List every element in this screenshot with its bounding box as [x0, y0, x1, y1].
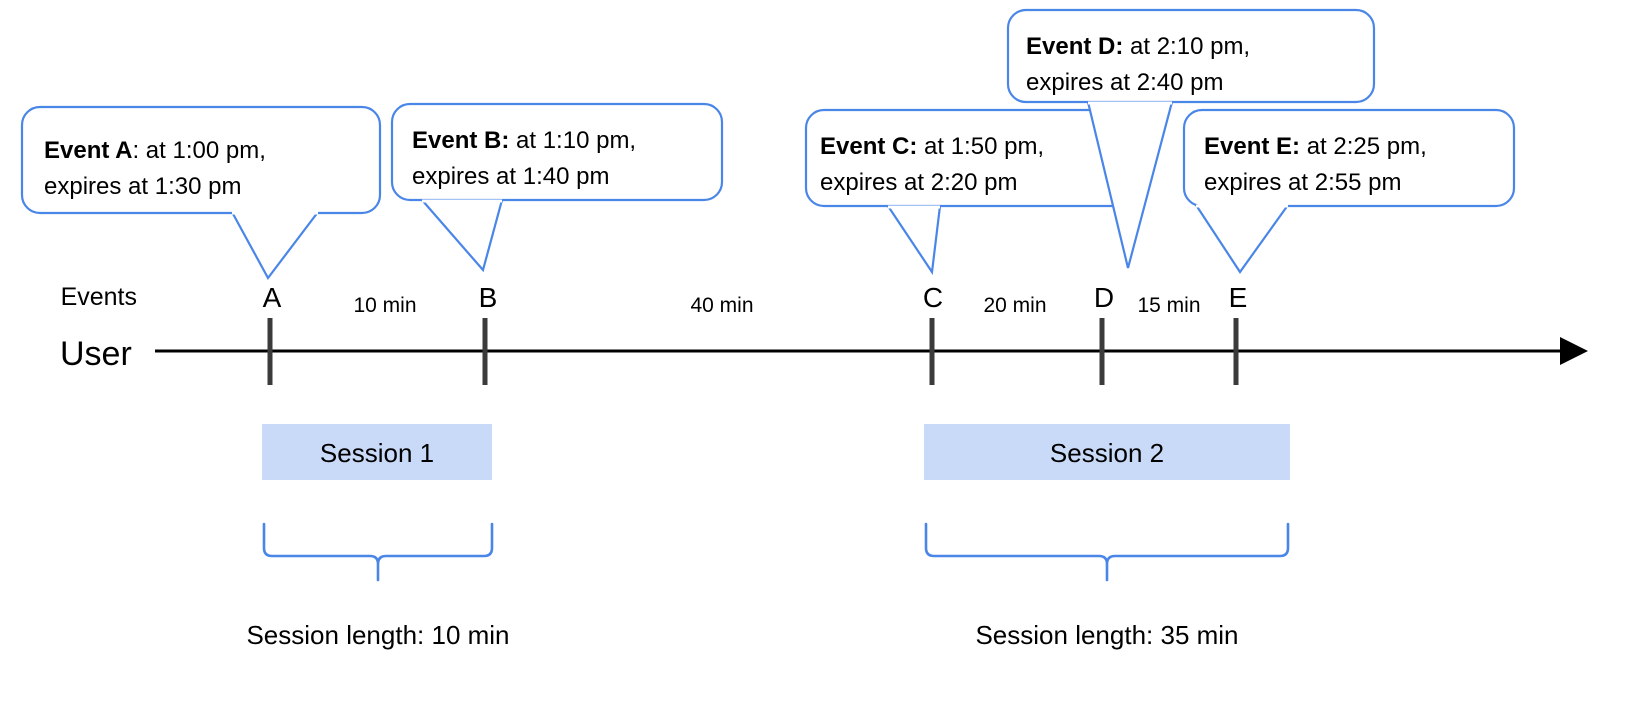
session-2-caption: Session length: 35 min [975, 620, 1238, 650]
axis-row-label: User [60, 335, 132, 373]
session-1-label: Session 1 [320, 438, 434, 468]
marker-label-e: E [1229, 282, 1248, 313]
gap-label-bc: 40 min [690, 294, 753, 317]
callout-lead-a: Event A [44, 137, 132, 164]
callout-event-c: Event C: at 1:50 pm, expires at 2:20 pm [804, 108, 1138, 276]
gap-label-cd: 20 min [983, 294, 1046, 317]
session-1-box [262, 424, 492, 480]
marker-label-c: C [923, 282, 943, 313]
gap-label-ab: 10 min [353, 294, 416, 317]
callout-rest-d: at 2:10 pm, [1123, 33, 1250, 60]
callout-tail-b [419, 198, 504, 273]
callout-event-e: Event E: at 2:25 pm, expires at 2:55 pm [1182, 108, 1516, 274]
callout-box-d [1006, 8, 1376, 104]
callout-event-b: Event B: at 1:10 pm, expires at 1:40 pm [390, 102, 724, 273]
timeline-axis: User Events A B C D E 10 min 40 min 20 m… [60, 282, 1588, 385]
callout-line1-d: Event D: at 2:10 pm, [1026, 33, 1250, 60]
callout-box-b [390, 102, 724, 202]
callout-lead-b: Event B: [412, 127, 509, 154]
callout-line1-a: Event A: at 1:00 pm, [44, 137, 266, 164]
callout-tail-a [230, 210, 321, 281]
events-label: Events [61, 283, 137, 311]
gap-label-de: 15 min [1137, 294, 1200, 317]
callout-rest-e: at 2:25 pm, [1300, 133, 1427, 160]
callout-line1-b: Event B: at 1:10 pm, [412, 127, 636, 154]
callout-line2-e: expires at 2:55 pm [1204, 169, 1401, 196]
callout-sep-a: : [132, 137, 139, 164]
callout-line1-e: Event E: at 2:25 pm, [1204, 133, 1427, 160]
session-1-group: Session 1 Session length: 10 min [246, 424, 510, 650]
callout-line2-b: expires at 1:40 pm [412, 163, 609, 190]
marker-label-b: B [479, 282, 498, 313]
callout-line2-a: expires at 1:30 pm [44, 173, 241, 200]
axis-arrow-icon [1560, 337, 1588, 365]
callout-box-e [1182, 108, 1516, 208]
callout-rest-a: at 1:00 pm, [139, 137, 266, 164]
session-1-brace [262, 522, 494, 582]
session-2-group: Session 2 Session length: 35 min [924, 424, 1290, 650]
callout-rest-c: at 1:50 pm, [917, 133, 1044, 160]
session-2-label: Session 2 [1050, 438, 1164, 468]
marker-label-a: A [263, 282, 282, 313]
callout-line2-c: expires at 2:20 pm [820, 169, 1017, 196]
callout-event-d: Event D: at 2:10 pm, expires at 2:40 pm [1006, 8, 1376, 269]
callout-box-a [20, 105, 382, 215]
callout-line1-c: Event C: at 1:50 pm, [820, 133, 1044, 160]
callout-lead-e: Event E: [1204, 133, 1300, 160]
callout-lead-c: Event C: [820, 133, 917, 160]
session-1-caption: Session length: 10 min [246, 620, 509, 650]
callout-rest-b: at 1:10 pm, [509, 127, 636, 154]
callout-tail-c [885, 204, 942, 276]
callout-line2-d: expires at 2:40 pm [1026, 69, 1223, 96]
callout-lead-d: Event D: [1026, 33, 1123, 60]
callout-event-a: Event A: at 1:00 pm, expires at 1:30 pm [20, 105, 382, 281]
callout-tail-e [1193, 203, 1291, 274]
session-2-box [924, 424, 1290, 480]
session-2-brace [924, 522, 1290, 582]
marker-label-d: D [1094, 282, 1114, 313]
